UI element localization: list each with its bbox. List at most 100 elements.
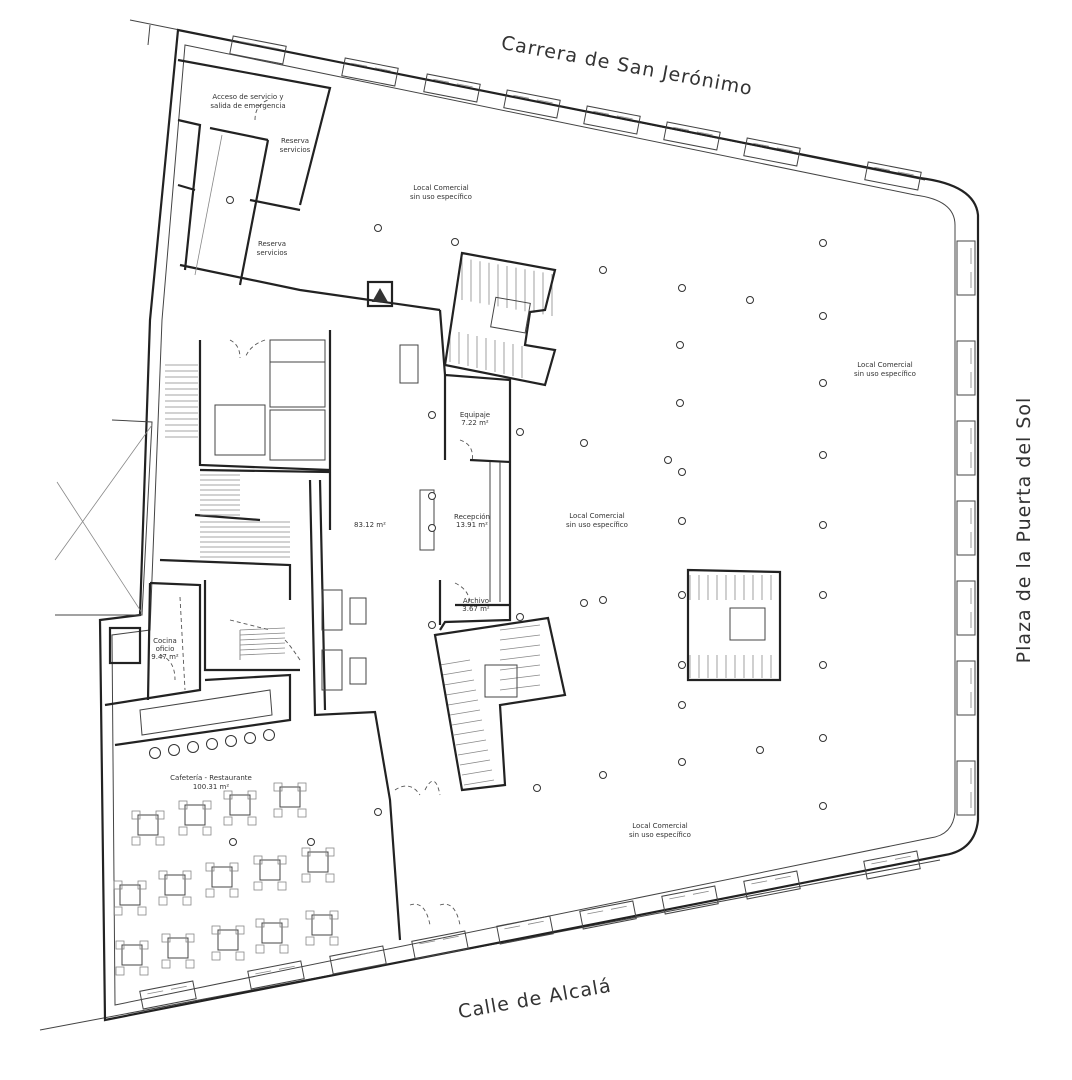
cafeteria-table <box>164 874 186 896</box>
shaft <box>366 280 394 308</box>
column <box>428 524 436 532</box>
chair <box>115 966 125 976</box>
stair-tread <box>239 637 286 641</box>
bar-stool <box>225 735 237 747</box>
stair-tread <box>499 634 541 641</box>
column <box>678 591 686 599</box>
chair <box>301 847 311 857</box>
column <box>516 613 524 621</box>
chair <box>139 966 149 976</box>
chair <box>211 925 221 935</box>
street-line-west <box>147 24 151 46</box>
window <box>956 500 976 556</box>
lift-1 <box>269 339 326 363</box>
column <box>580 439 588 447</box>
street-label-north: Carrera de San Jerónimo <box>499 32 754 100</box>
stair-tread <box>499 684 541 691</box>
service-walls <box>177 58 441 312</box>
chair <box>202 800 212 810</box>
chair <box>205 862 215 872</box>
column <box>226 196 234 204</box>
lift-3 <box>269 409 326 461</box>
column <box>664 456 672 464</box>
window-frame <box>255 965 295 975</box>
building-inner-outline <box>111 44 956 1006</box>
column <box>533 784 541 792</box>
column <box>428 411 436 419</box>
patio-outline <box>55 419 153 616</box>
cafeteria-tables <box>113 782 339 976</box>
window <box>863 850 921 880</box>
sofa-3 <box>321 649 343 691</box>
stair-tread <box>239 647 286 651</box>
stair-tread <box>445 689 477 696</box>
cafeteria-table <box>167 937 189 959</box>
structural-columns <box>226 196 827 846</box>
window-frame <box>669 890 709 900</box>
cafeteria-table <box>261 922 283 944</box>
chair <box>155 836 165 846</box>
lift-4 <box>214 404 266 456</box>
chair <box>329 936 339 946</box>
column <box>678 284 686 292</box>
window <box>583 105 641 135</box>
lift-north <box>490 296 531 334</box>
bar-stools <box>149 729 275 759</box>
chair <box>329 910 339 920</box>
window-frame <box>239 40 279 50</box>
chair <box>277 855 287 865</box>
chair <box>139 940 149 950</box>
chair <box>253 855 263 865</box>
column <box>819 451 827 459</box>
window <box>341 57 399 87</box>
column <box>819 591 827 599</box>
window <box>579 900 637 930</box>
kitchen-walls <box>104 581 292 747</box>
chair <box>229 862 239 872</box>
column <box>819 521 827 529</box>
table-1 <box>349 597 367 625</box>
chair <box>185 959 195 969</box>
stair-tread <box>499 664 541 671</box>
window <box>956 660 976 716</box>
window-frame <box>593 110 633 120</box>
chair <box>161 959 171 969</box>
window-frame <box>504 920 544 930</box>
chair <box>185 933 195 943</box>
cafeteria-table <box>259 859 281 881</box>
window-frame <box>337 950 377 960</box>
stair-tread <box>455 739 487 746</box>
chair <box>235 925 245 935</box>
window-frame <box>871 855 911 865</box>
window <box>661 885 719 915</box>
window-frame <box>587 905 627 915</box>
cafeteria-table <box>229 794 251 816</box>
column <box>678 468 686 476</box>
window <box>247 960 305 990</box>
column <box>599 266 607 274</box>
chair <box>325 847 335 857</box>
cafeteria-table <box>311 914 333 936</box>
window <box>743 870 801 900</box>
window <box>423 73 481 103</box>
chair <box>235 951 245 961</box>
north-facade-windows <box>229 35 922 191</box>
column <box>678 661 686 669</box>
window <box>229 35 287 65</box>
stair-tread <box>443 679 475 686</box>
chair <box>255 944 265 954</box>
door-arcs <box>159 99 473 926</box>
cafeteria-table <box>217 929 239 951</box>
street-label-east: Plaza de la Puerta del Sol <box>1013 397 1035 664</box>
window <box>956 760 976 816</box>
window-frame <box>751 875 791 885</box>
chair <box>279 944 289 954</box>
chair <box>137 906 147 916</box>
chair <box>182 896 192 906</box>
column <box>428 492 436 500</box>
stairs <box>165 258 781 786</box>
column <box>676 341 684 349</box>
